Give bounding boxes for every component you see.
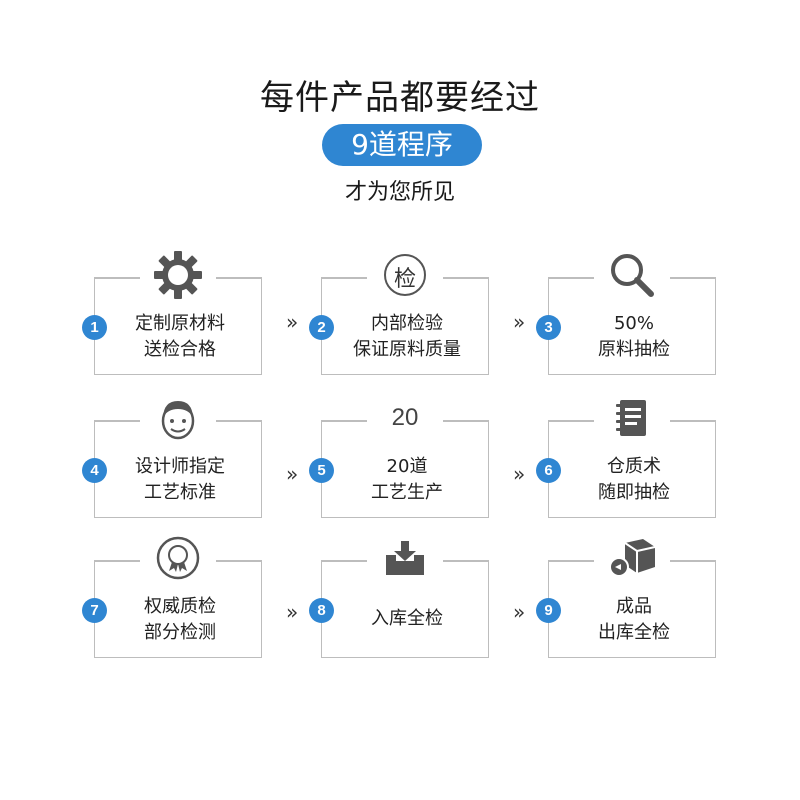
chevron-right-icon: » bbox=[513, 600, 526, 624]
step-card-3: 3 50%原料抽检 bbox=[536, 254, 716, 375]
inbox-download-icon bbox=[377, 530, 433, 586]
chevron-right-icon: » bbox=[513, 310, 526, 334]
step-card-2: 检 2 内部检验保证原料质量 bbox=[309, 254, 489, 375]
step-label: 仓质术随即抽检 bbox=[598, 456, 670, 503]
step-label: 内部检验保证原料质量 bbox=[353, 313, 461, 360]
step-number-badge: 1 bbox=[82, 315, 107, 340]
step-card-1: 1 定制原材料送检合格 bbox=[82, 251, 262, 375]
step-card-8: 8 入库全检 bbox=[309, 541, 489, 658]
twenty-text-icon: 20 bbox=[391, 404, 419, 431]
step-card-6: 6 仓质术随即抽检 bbox=[536, 400, 716, 518]
procedure-pill: 9道程序 bbox=[322, 124, 482, 166]
step-number-badge: 2 bbox=[309, 315, 334, 340]
page-subtitle: 才为您所见 bbox=[344, 180, 455, 205]
inspect-badge-icon: 检 bbox=[377, 247, 433, 303]
step-card-7: 7 权威质检部分检测 bbox=[82, 536, 262, 658]
step-number-badge: 8 bbox=[309, 598, 334, 623]
award-badge-icon bbox=[150, 530, 206, 586]
step-number-badge: 6 bbox=[536, 458, 561, 483]
step-number-badge: 9 bbox=[536, 598, 561, 623]
step-card-9: 9 成品出库全检 bbox=[536, 539, 716, 658]
step-label: 成品出库全检 bbox=[598, 596, 670, 643]
step-label: 定制原材料送检合格 bbox=[135, 313, 225, 360]
step-label: 入库全检 bbox=[371, 608, 443, 629]
gear-icon bbox=[150, 247, 206, 303]
step-label: 设计师指定工艺标准 bbox=[135, 456, 225, 503]
chevron-right-icon: » bbox=[513, 462, 526, 486]
page-title: 每件产品都要经过 bbox=[260, 78, 540, 118]
chevron-right-icon: » bbox=[286, 462, 299, 486]
step-number-badge: 4 bbox=[82, 458, 107, 483]
notebook-icon bbox=[604, 390, 660, 446]
designer-face-icon bbox=[150, 390, 206, 446]
step-label: 20道工艺生产 bbox=[371, 456, 443, 503]
chevron-right-icon: » bbox=[286, 600, 299, 624]
step-card-4: 4 设计师指定工艺标准 bbox=[82, 401, 262, 518]
magnifier-icon bbox=[604, 247, 660, 303]
step-number-badge: 3 bbox=[536, 315, 561, 340]
chevron-right-icon: » bbox=[286, 310, 299, 334]
delivery-box-icon bbox=[604, 530, 660, 586]
step-card-5: 20 5 20道工艺生产 bbox=[309, 404, 489, 518]
step-number-badge: 7 bbox=[82, 598, 107, 623]
step-label: 权威质检部分检测 bbox=[144, 596, 216, 643]
step-number-badge: 5 bbox=[309, 458, 334, 483]
step-label: 50%原料抽检 bbox=[598, 313, 670, 360]
